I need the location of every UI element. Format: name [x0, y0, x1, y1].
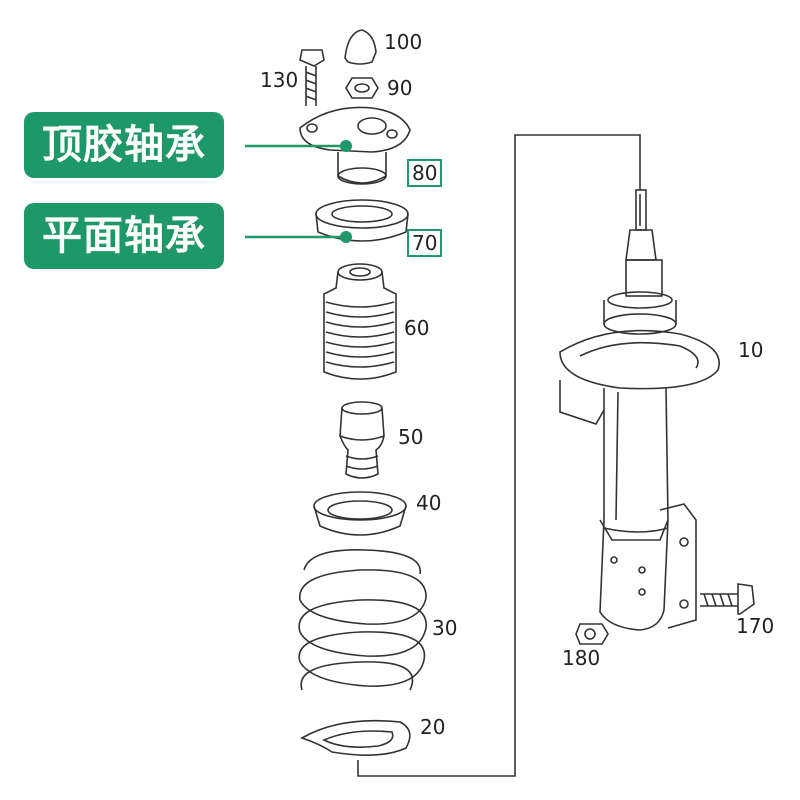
assembly-bracket-line: [357, 134, 641, 777]
part-label-60: 60: [404, 316, 430, 340]
nut-part-90: [345, 77, 379, 99]
nut-part-180: [575, 623, 609, 645]
callout-flat-bearing: 平面轴承: [24, 203, 224, 269]
part-label-180: 180: [562, 646, 601, 670]
strut-assembly-part-10: [559, 189, 720, 631]
part-label-10: 10: [738, 338, 764, 362]
part-label-80: 80: [407, 159, 443, 187]
lower-insulator-part-20: [300, 719, 411, 756]
part-label-90: 90: [387, 76, 413, 100]
part-label-20: 20: [420, 715, 446, 739]
bump-stop-part-50: [339, 401, 385, 479]
top-mount-part-80: [299, 106, 411, 185]
part-label-130: 130: [260, 68, 299, 92]
bolt-part-170: [700, 583, 755, 615]
part-label-170: 170: [736, 614, 775, 638]
part-label-70: 70: [407, 229, 443, 257]
part-label-30: 30: [432, 616, 458, 640]
flat-bearing-part-70: [315, 199, 409, 242]
cap-part-100: [344, 29, 377, 65]
bolt-part-130: [299, 49, 325, 67]
part-label-50: 50: [398, 425, 424, 449]
part-label-100: 100: [384, 30, 423, 54]
part-label-40: 40: [416, 491, 442, 515]
callout-top-mount-bearing: 顶胶轴承: [24, 112, 224, 178]
coil-spring-part-30: [298, 549, 427, 691]
dust-boot-part-60: [323, 263, 397, 380]
spring-seat-part-40: [313, 491, 407, 536]
